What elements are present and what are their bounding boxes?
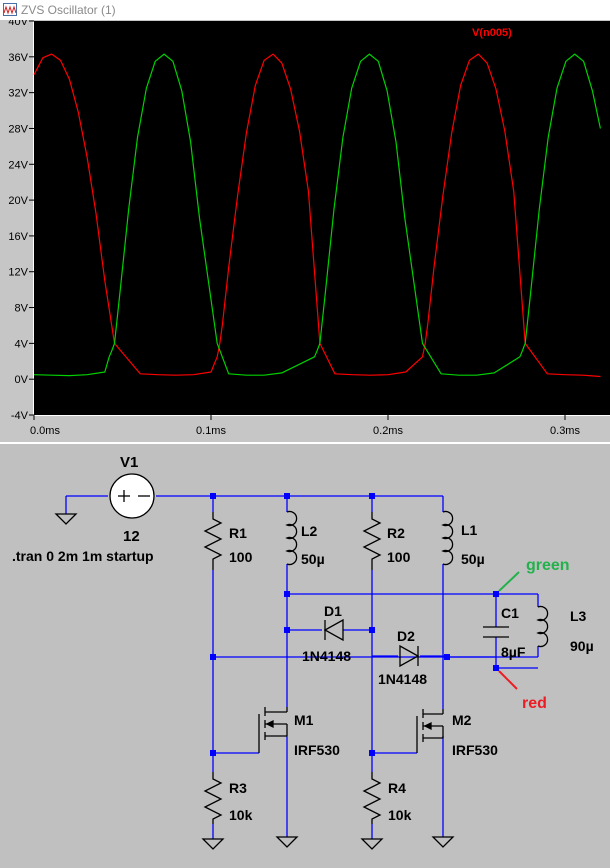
label-m1-ref: M1: [294, 712, 314, 728]
y-tick-label: -4V: [11, 410, 29, 422]
y-tick-label: 8V: [15, 303, 29, 315]
wires: [65, 495, 539, 839]
resistor-r2[interactable]: [362, 512, 382, 570]
y-tick-label: 4V: [15, 338, 29, 350]
annotation-red: red: [522, 695, 547, 712]
label-r4-ref: R4: [388, 780, 406, 796]
label-r4-value: 10k: [388, 807, 412, 823]
x-tick-label: 0.1ms: [196, 425, 226, 437]
y-tick-label: 28V: [8, 123, 28, 135]
ground-r3: [201, 838, 225, 850]
label-d2-value: 1N4148: [378, 671, 427, 687]
label-v1-ref: V1: [120, 454, 138, 471]
schematic-canvas[interactable]: V1 12 .tran 0 2m 1m startup R1 100 L2 50…: [0, 444, 610, 868]
x-tick-label: 0.2ms: [373, 425, 403, 437]
diode-d2[interactable]: [399, 644, 420, 668]
label-m1-value: IRF530: [294, 742, 340, 758]
label-r3-value: 10k: [229, 807, 253, 823]
ground-m1: [275, 836, 299, 848]
y-tick-label: 40V: [8, 20, 28, 28]
sim-directive[interactable]: .tran 0 2m 1m startup: [12, 548, 154, 564]
y-tick-label: 32V: [8, 88, 28, 100]
schematic-pane[interactable]: V1 12 .tran 0 2m 1m startup R1 100 L2 50…: [0, 442, 610, 868]
label-d2-ref: D2: [397, 628, 415, 644]
x-axis: 0.0ms 0.1ms 0.2ms 0.3ms: [30, 415, 580, 437]
y-axis: 40V 36V 32V 28V 24V 20V 16V 12V 8V 4V 0V -4V: [8, 20, 34, 422]
y-tick-label: 12V: [8, 267, 28, 279]
y-tick-label: 24V: [8, 159, 28, 171]
label-c1-value: 8µF: [501, 644, 526, 660]
label-d1-ref: D1: [324, 603, 342, 619]
label-l2-value: 50µ: [301, 551, 325, 567]
y-tick-label: 16V: [8, 231, 28, 243]
label-m2-value: IRF530: [452, 742, 498, 758]
labels: V1 12 .tran 0 2m 1m startup R1 100 L2 50…: [12, 454, 594, 823]
mosfet-m1[interactable]: [258, 707, 288, 753]
label-l1-ref: L1: [461, 522, 478, 538]
plot-background: [33, 21, 610, 415]
resistor-r4[interactable]: [362, 772, 382, 824]
resistor-r1[interactable]: [203, 512, 223, 570]
label-r2-ref: R2: [387, 525, 405, 541]
mosfet-m2[interactable]: [416, 709, 444, 753]
capacitor-c1[interactable]: [483, 626, 509, 638]
trace-red[interactable]: [33, 53, 601, 378]
voltage-source-v1[interactable]: [109, 473, 155, 519]
label-r3-ref: R3: [229, 780, 247, 796]
label-l3-value: 90µ: [570, 638, 594, 654]
label-l1-value: 50µ: [461, 551, 485, 567]
green-pointer: [498, 571, 520, 592]
waveform-window-icon: [3, 3, 17, 16]
inductor-l1[interactable]: [441, 510, 454, 566]
annotation-green: green: [526, 557, 570, 574]
diode-d1[interactable]: [323, 618, 344, 642]
x-tick-label: 0.0ms: [30, 425, 60, 437]
ground-m2: [431, 836, 455, 848]
label-l2-ref: L2: [301, 523, 318, 539]
red-pointer: [498, 670, 518, 690]
symbols: [54, 473, 549, 850]
label-c1-ref: C1: [501, 605, 519, 621]
trace-label[interactable]: V(n005): [472, 27, 512, 39]
traces: [33, 53, 601, 378]
ground-r4: [360, 838, 384, 850]
trace-green[interactable]: [33, 53, 601, 377]
label-d1-value: 1N4148: [302, 648, 351, 664]
net-annotations: [498, 571, 520, 690]
label-r1-value: 100: [229, 549, 253, 565]
label-l3-ref: L3: [570, 608, 587, 624]
x-tick-label: 0.3ms: [550, 425, 580, 437]
inductor-l2[interactable]: [285, 510, 298, 566]
label-r1-ref: R1: [229, 525, 247, 541]
y-tick-label: 0V: [15, 374, 29, 386]
label-m2-ref: M2: [452, 712, 472, 728]
y-tick-label: 36V: [8, 52, 28, 64]
label-v1-value: 12: [123, 528, 140, 545]
label-r2-value: 100: [387, 549, 411, 565]
window-titlebar[interactable]: ZVS Oscillator (1): [0, 0, 610, 21]
y-tick-label: 20V: [8, 195, 28, 207]
resistor-r3[interactable]: [203, 772, 223, 824]
ground-v1: [54, 513, 78, 525]
junctions: [210, 493, 499, 756]
inductor-l3[interactable]: [536, 605, 549, 648]
window-title: ZVS Oscillator (1): [21, 3, 116, 17]
